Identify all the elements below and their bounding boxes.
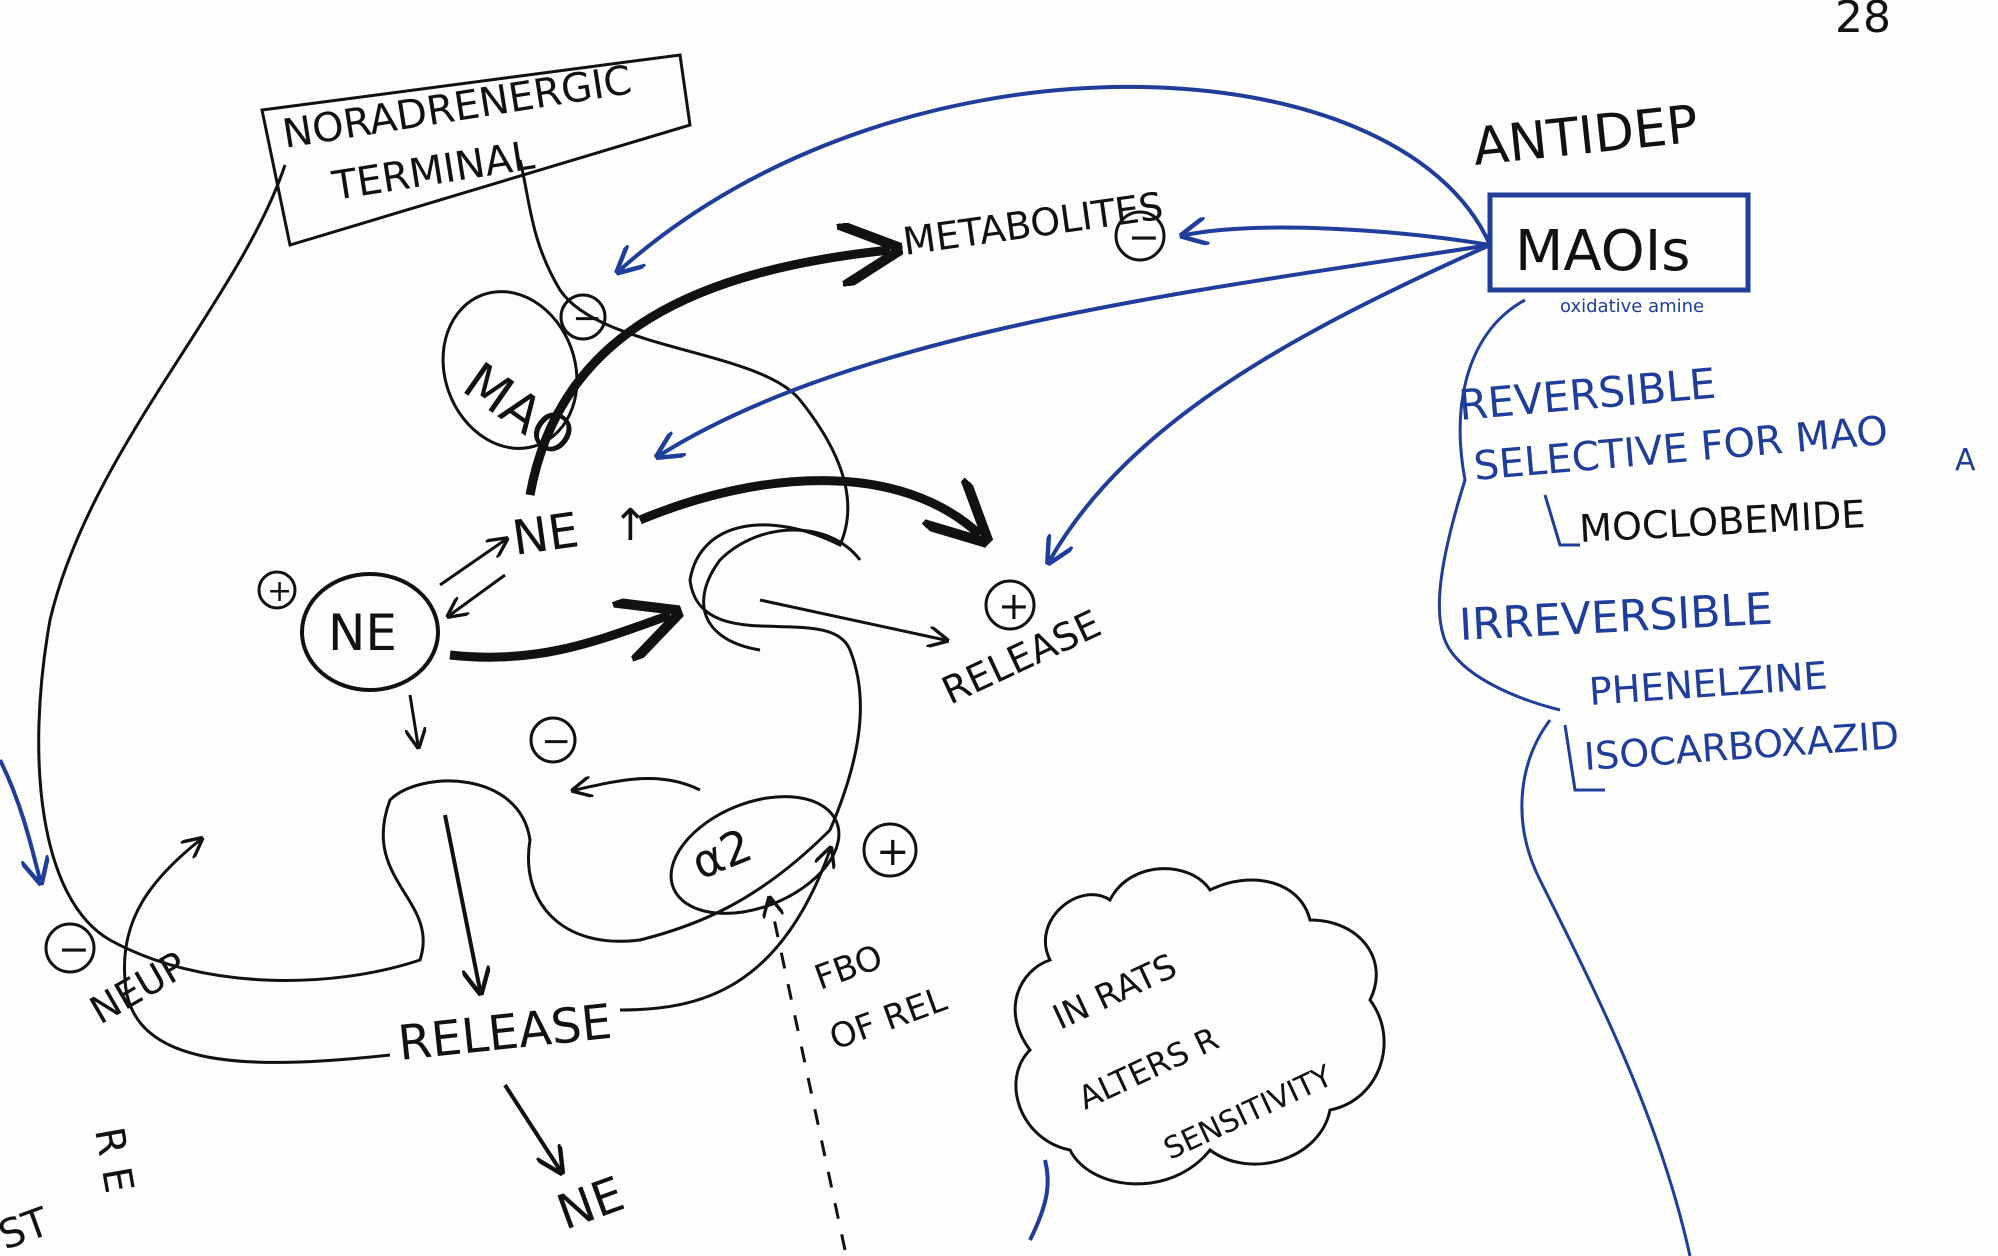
blue-tree-trunk [1437,298,1561,712]
arrow-vesicle-down [410,694,418,745]
maois-subnote: oxidative amine [1560,296,1704,317]
ne-vesicle-ellipse [300,572,440,692]
antidep-heading: ANTIDEP [1470,95,1701,178]
cloud-note [1013,867,1386,1186]
arrow-release-to-alpha2 [619,850,830,1012]
irreversible-label: IRREVERSIBLE [1458,584,1774,651]
mao-minus-sign: − [572,298,602,339]
arrow-alpha2-inhibit [575,778,701,790]
page-number: 28 [1835,0,1891,43]
blue-cloud-link [1028,1159,1050,1241]
arrow-ne-to-vesicle [450,573,506,615]
release-main-label: RELEASE [395,994,614,1072]
alpha2-minus-sign: − [541,721,571,762]
vesicle-plus-sign: + [267,574,292,609]
reversible-line1: REVERSIBLE [1457,359,1718,430]
cloud-line1: IN RATS [1047,946,1183,1038]
terminal-outline [37,159,862,982]
reuptake-path [122,840,391,1064]
neup-minus-sign: − [58,927,90,971]
ne-synapse-label: NE [550,1166,631,1241]
mao-minus-circle [559,293,607,341]
metabolites-minus-sign: − [1128,215,1160,259]
arrow-vesicle-to-membrane [449,615,670,662]
blue-branch-iso [1563,724,1605,792]
ne-vesicle-label: NE [328,604,397,662]
blue-arrow-to-metabolites [1185,228,1491,247]
inner-receptor-loop [702,528,862,652]
vesicle-plus-circle [257,570,297,610]
alpha2-plus-sign: + [876,829,910,875]
arrow-to-release-main [443,814,480,990]
fbo-line1: FBO [809,937,888,998]
arrow-vesicle-to-ne [439,540,505,587]
blue-arrow-to-ne [660,243,1491,455]
fbo-line2: OF REL [824,979,952,1058]
neup-minus-circle [44,922,96,974]
blue-arrow-left-edge [0,759,40,880]
mao-enzyme-label: MAO [453,351,586,469]
ne-free-label: NE [509,502,582,567]
maois-label: MAOIs [1515,219,1690,284]
post-fragment: ST [0,1199,56,1256]
terminal-box [260,53,692,247]
irrev-drug2: ISOCARBOXAZID [1583,713,1901,779]
blue-tree-tail [1520,719,1692,1256]
irrev-drug1: PHENELZINE [1588,653,1829,714]
terminal-label-line1: NORADRENERGIC [279,57,634,158]
arrow-release-to-ne [503,1083,560,1170]
alpha2-minus-circle [529,716,577,764]
re-label: R E [85,1124,142,1197]
cloud-line2: ALTERS R [1072,1019,1224,1117]
blue-branch-moclobemide [1543,494,1580,547]
reversible-drug: MOCLOBEMIDE [1578,492,1866,551]
metabolites-minus-circle [1114,210,1166,262]
dashed-feedback-line [770,900,847,1251]
metabolites-label: METABOLITES [900,184,1166,264]
arrow-ne-to-metabolites [525,250,890,496]
alpha2-receptor [669,795,841,915]
release-plus-circle [984,579,1036,631]
blue-arrow-to-mao [620,84,1492,270]
cloud-line3: SENSITIVITY [1159,1059,1339,1168]
release-plus-sign: + [998,584,1030,628]
mao-enzyme-ellipse [441,290,579,450]
reversible-sub: A [1955,443,1976,478]
ne-free-up-arrow: ↑ [612,500,649,551]
alpha2-plus-circle [862,822,918,878]
arrow-to-release-local [759,598,945,640]
alpha2-label: α2 [684,818,759,890]
arrow-ne-to-release [638,476,980,535]
blue-arrow-to-release [1050,243,1491,560]
